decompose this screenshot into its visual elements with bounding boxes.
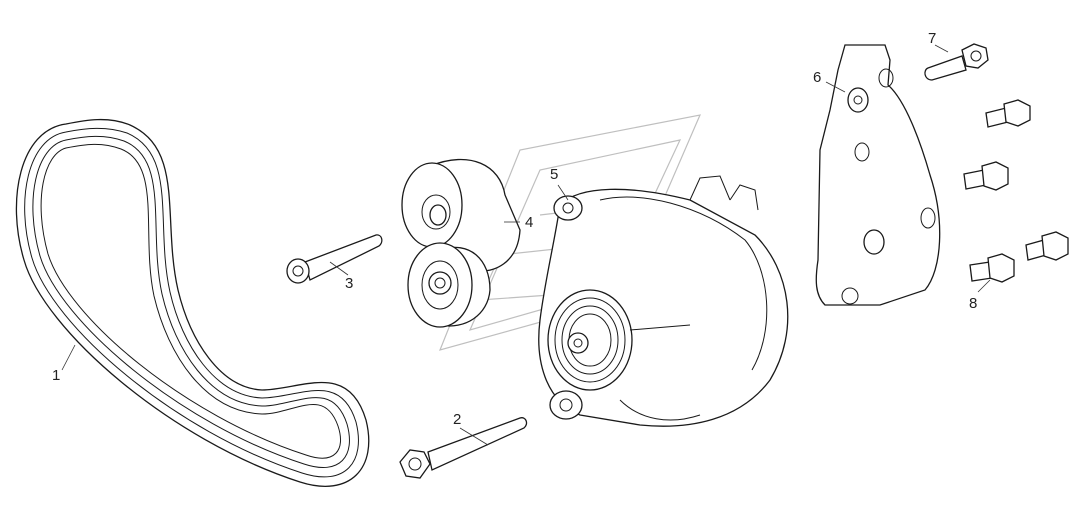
leader-8: [977, 279, 991, 293]
callout-6: 6: [813, 69, 822, 86]
callout-4: 4: [525, 214, 534, 231]
flange-bolt-a: [985, 99, 1031, 128]
callout-1: 1: [52, 367, 61, 384]
flange-bolt-c: [1025, 231, 1069, 261]
flange-bolt-d: [969, 253, 1015, 283]
callout-7: 7: [928, 30, 937, 47]
alternator: [538, 175, 789, 427]
bracket-bolt: [924, 43, 989, 81]
flange-bolt-b: [963, 161, 1009, 191]
callout-8: 8: [969, 295, 978, 312]
leader-3: [329, 261, 349, 276]
leader-lines: [61, 44, 991, 446]
tensioner-bolt: [286, 234, 383, 284]
flange-bolts: [963, 99, 1069, 283]
leader-7: [934, 44, 949, 53]
leader-1: [61, 344, 76, 371]
callout-2: 2: [453, 411, 462, 428]
leader-5: [557, 184, 569, 201]
callout-5: 5: [550, 166, 559, 183]
belt-tensioner: [401, 158, 521, 328]
leader-6: [825, 81, 846, 93]
drive-belt: [15, 118, 370, 487]
mounting-bracket: [815, 44, 941, 306]
long-bolt: [399, 417, 528, 479]
callout-3: 3: [345, 275, 354, 292]
leader-2: [459, 427, 489, 446]
